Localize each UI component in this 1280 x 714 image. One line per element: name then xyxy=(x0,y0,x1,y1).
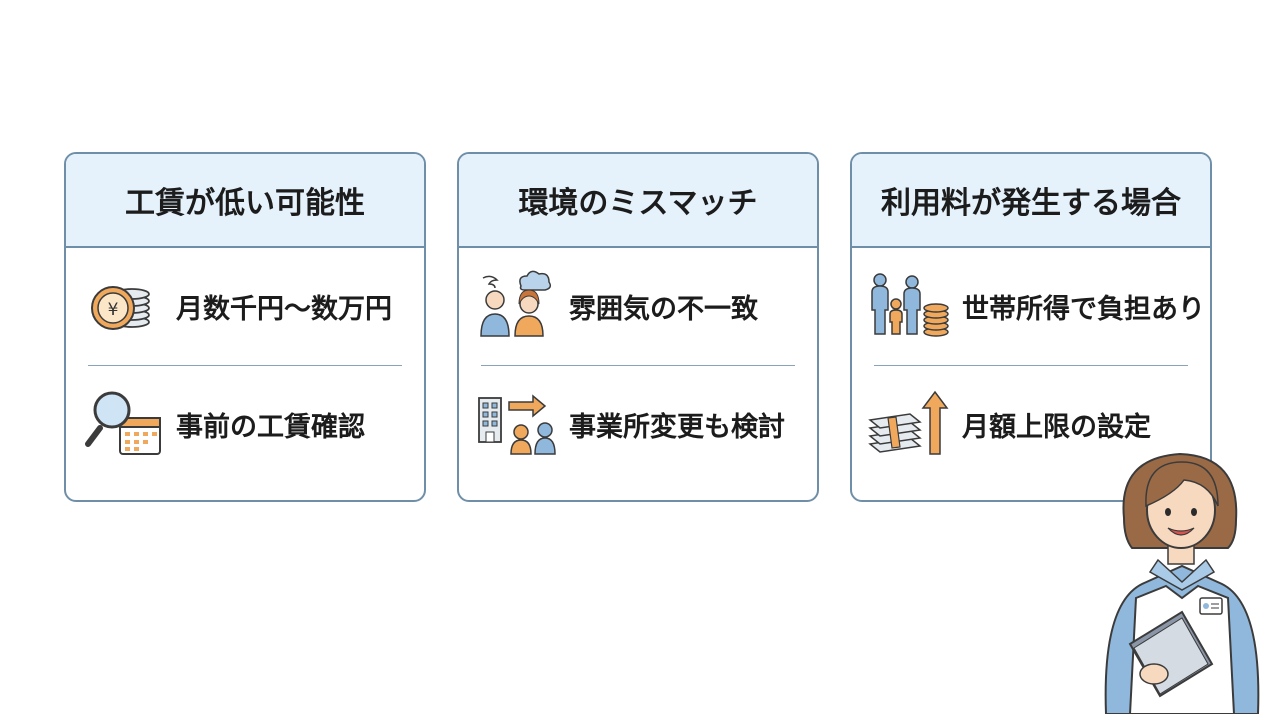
list-item: 世帯所得で負担あり xyxy=(852,266,1210,346)
divider xyxy=(88,365,402,366)
card-title: 利用料が発生する場合 xyxy=(852,154,1210,248)
building-transfer-icon xyxy=(473,388,559,460)
item-label: 世帯所得で負担あり xyxy=(962,293,1205,325)
list-item: ¥ 月数千円〜数万円 xyxy=(66,266,424,346)
card-usage-fee: 利用料が発生する場合 世帯所得で xyxy=(850,152,1212,502)
divider xyxy=(481,365,795,366)
list-item: 事業所変更も検討 xyxy=(459,384,817,464)
item-label: 雰囲気の不一致 xyxy=(569,293,758,325)
item-label: 事業所変更も検討 xyxy=(569,411,785,443)
family-coins-icon xyxy=(866,270,952,342)
card-title: 工賃が低い可能性 xyxy=(66,154,424,248)
list-item: 月額上限の設定 xyxy=(852,384,1210,464)
card-title: 環境のミスマッチ xyxy=(459,154,817,248)
item-label: 月数千円〜数万円 xyxy=(176,293,392,325)
staff-woman-illustration xyxy=(1096,448,1266,714)
money-stack-arrow-icon xyxy=(866,388,952,460)
troubled-people-icon xyxy=(473,270,559,342)
list-item: 事前の工賃確認 xyxy=(66,384,424,464)
item-label: 月額上限の設定 xyxy=(962,411,1151,443)
svg-text:¥: ¥ xyxy=(108,300,119,320)
magnifier-calendar-icon xyxy=(80,388,166,460)
divider xyxy=(874,365,1188,366)
list-item: 雰囲気の不一致 xyxy=(459,266,817,346)
item-label: 事前の工賃確認 xyxy=(176,411,365,443)
yen-coins-icon: ¥ xyxy=(80,270,166,342)
card-environment-mismatch: 環境のミスマッチ 雰囲気の不一致 xyxy=(457,152,819,502)
card-low-wages: 工賃が低い可能性 ¥ 月数千円〜数万円 xyxy=(64,152,426,502)
